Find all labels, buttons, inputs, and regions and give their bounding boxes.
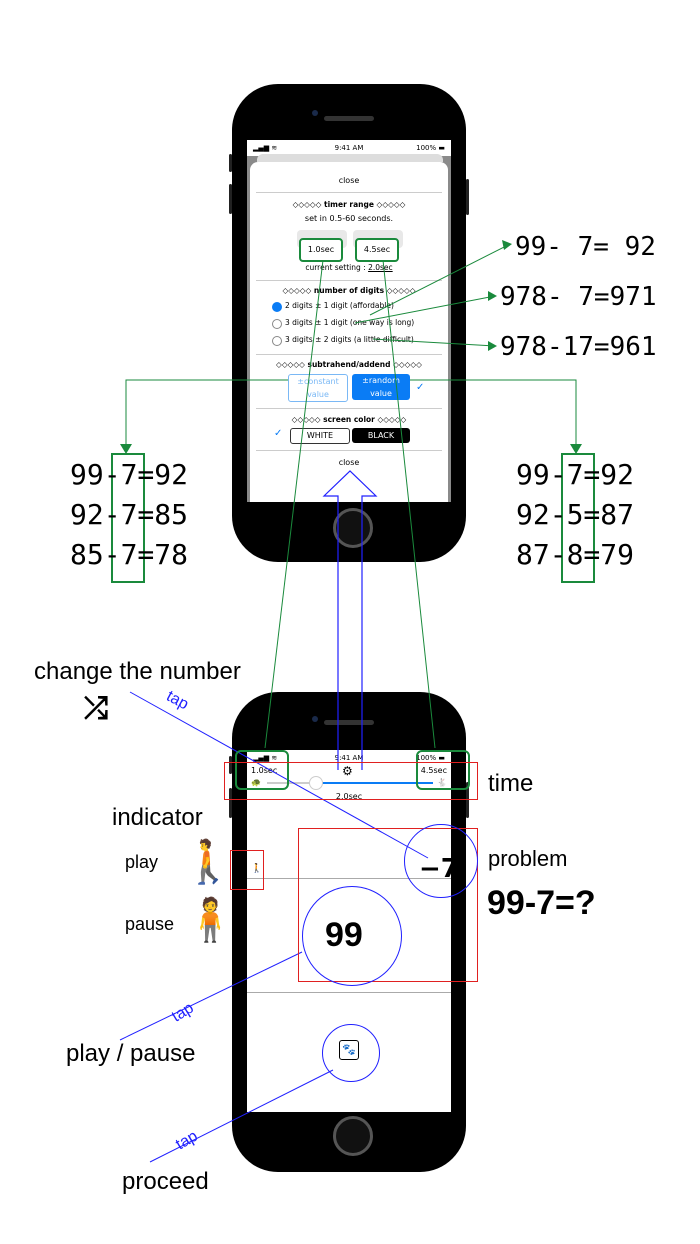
min-time-label: 1.0sec (251, 766, 278, 775)
signal-icon: ▂▄▆ ≋ (253, 754, 278, 762)
constant-value-button[interactable]: ±constant value (288, 374, 348, 402)
indicator-icon: 🚶 (251, 864, 263, 874)
random-value-button[interactable]: ±random value (352, 374, 410, 400)
current-setting: current setting : 2.0sec (305, 263, 393, 272)
status-battery: 100% ▬ (416, 754, 445, 762)
white-button[interactable]: WHITE (290, 428, 350, 444)
time-box (224, 762, 478, 800)
minuend-circle (302, 886, 402, 986)
proceed-label: proceed (122, 1168, 209, 1195)
example-right-1: 99-7=92 (516, 458, 635, 491)
change-number-label: change the number (34, 658, 241, 685)
shuffle-icon: ⤮ (84, 692, 108, 725)
top-phone-screen: ▂▄▆ ≋ 9:41 AM 100% ▬ close ◇◇◇◇◇ timer r… (247, 140, 451, 502)
gear-icon[interactable]: ⚙ (342, 764, 353, 778)
home-button[interactable] (333, 508, 373, 548)
random-check-icon: ✓ (416, 382, 425, 393)
walking-person-icon: 🚶 (182, 838, 235, 885)
close-button-top[interactable]: close (338, 176, 360, 185)
status-bar: ▂▄▆ ≋ 9:41 AM 100% ▬ (247, 750, 451, 766)
indicator-box (230, 850, 264, 890)
min-box-bottom (235, 750, 289, 790)
option-1-label: 2 digits ± 1 digit (affordable) (285, 301, 394, 310)
black-button[interactable]: BLACK (352, 428, 410, 443)
play-pause-label: play / pause (66, 1040, 196, 1067)
status-bar: ▂▄▆ ≋ 9:41 AM 100% ▬ (247, 140, 451, 156)
left-example-box (111, 453, 145, 583)
example-left-3: 85-7=78 (70, 538, 189, 571)
example-right-2: 92-5=87 (516, 498, 635, 531)
min-value-box[interactable]: 1.0sec (299, 238, 343, 262)
right-example-box (561, 453, 595, 583)
side-button (229, 756, 232, 774)
side-button (229, 788, 232, 818)
paw-circle (322, 1024, 380, 1082)
play-label: play (125, 852, 159, 872)
status-battery: 100% ▬ (416, 144, 445, 152)
example-right-3: 87-8=79 (516, 538, 635, 571)
max-time-label: 4.5sec (420, 766, 447, 775)
example-right-top-3: 978-17=961 (500, 332, 657, 362)
timer-hint: set in 0.5-60 seconds. (304, 214, 394, 223)
subtrahend-circle (404, 824, 478, 898)
example-left-2: 92-7=85 (70, 498, 189, 531)
radio-option-3[interactable] (272, 336, 282, 346)
camera (312, 716, 318, 722)
side-button (229, 184, 232, 214)
camera (312, 110, 318, 116)
time-slider-fill (317, 782, 433, 784)
current-time-label: 2.0sec (335, 792, 363, 801)
sheet-backdrop (257, 154, 443, 162)
radio-option-1[interactable] (272, 302, 282, 312)
top-phone: ▂▄▆ ≋ 9:41 AM 100% ▬ close ◇◇◇◇◇ timer r… (229, 84, 469, 562)
close-button-bottom[interactable]: close (338, 458, 360, 467)
subtrahend-heading: ◇◇◇◇◇ subtrahend/addend ◇◇◇◇◇ (276, 360, 422, 369)
turtle-icon: 🐢 (251, 778, 261, 787)
timer-range-heading: ◇◇◇◇◇ timer range ◇◇◇◇◇ (292, 200, 406, 209)
speaker (324, 116, 374, 121)
max-value-box[interactable]: 4.5sec (355, 238, 399, 262)
speaker (324, 720, 374, 725)
problem-box (298, 828, 478, 982)
time-label: time (488, 770, 534, 797)
example-right-top-2: 978- 7=971 (500, 282, 657, 312)
status-time: 9:41 AM (334, 754, 364, 762)
example-left-1: 99-7=92 (70, 458, 189, 491)
color-heading: ◇◇◇◇◇ screen color ◇◇◇◇◇ (291, 415, 407, 424)
option-3-label: 3 digits ± 2 digits (a little difficult) (285, 335, 414, 344)
option-2-label: 3 digits ± 1 digit (one way is long) (285, 318, 415, 327)
settings-sheet: close ◇◇◇◇◇ timer range ◇◇◇◇◇ set in 0.5… (250, 162, 448, 502)
radio-option-2[interactable] (272, 319, 282, 329)
rabbit-icon: 🐇 (437, 778, 447, 787)
indicator-label: indicator (112, 804, 203, 831)
side-button (466, 179, 469, 215)
digits-heading: ◇◇◇◇◇ number of digits ◇◇◇◇◇ (282, 286, 416, 295)
example-right-top-1: 99- 7= 92 (515, 232, 656, 262)
problem-label: problem (488, 846, 568, 871)
time-slider-thumb[interactable] (309, 776, 323, 790)
max-box-bottom (416, 750, 470, 790)
white-check-icon: ✓ (274, 428, 283, 439)
pause-label: pause (125, 914, 175, 934)
standing-person-icon: 🧍 (184, 896, 237, 943)
status-time: 9:41 AM (334, 144, 364, 152)
home-button[interactable] (333, 1116, 373, 1156)
side-button (229, 154, 232, 172)
problem-expression: 99-7=? (487, 884, 596, 922)
side-button (466, 782, 469, 818)
signal-icon: ▂▄▆ ≋ (253, 144, 278, 152)
